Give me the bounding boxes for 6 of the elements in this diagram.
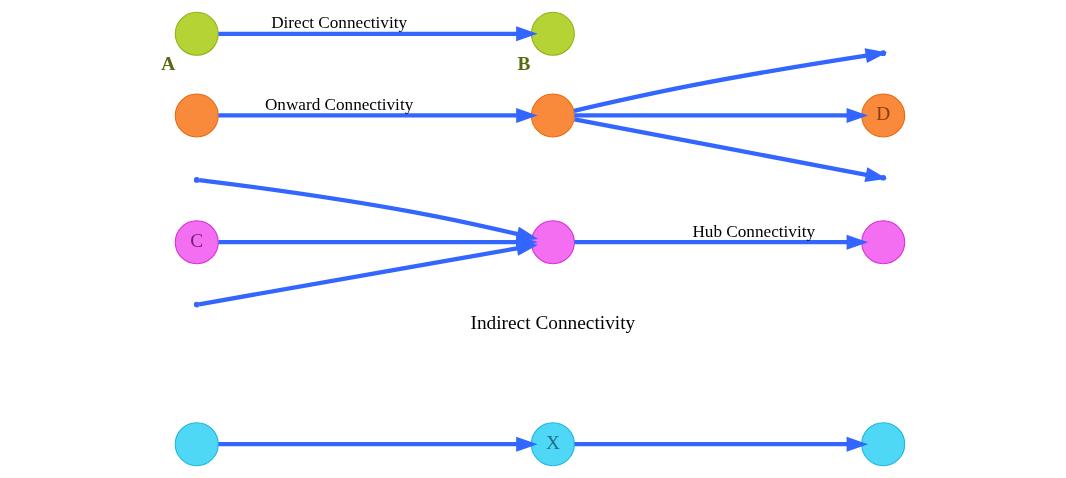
edge-label: Onward Connectivity: [264, 94, 414, 114]
edge-label: Hub Connectivity: [692, 221, 816, 241]
label: Indirect Connectivity: [470, 311, 636, 333]
node-label: B: [517, 52, 531, 74]
edge-label: Direct Connectivity: [271, 13, 408, 33]
node-label: A: [161, 52, 176, 74]
